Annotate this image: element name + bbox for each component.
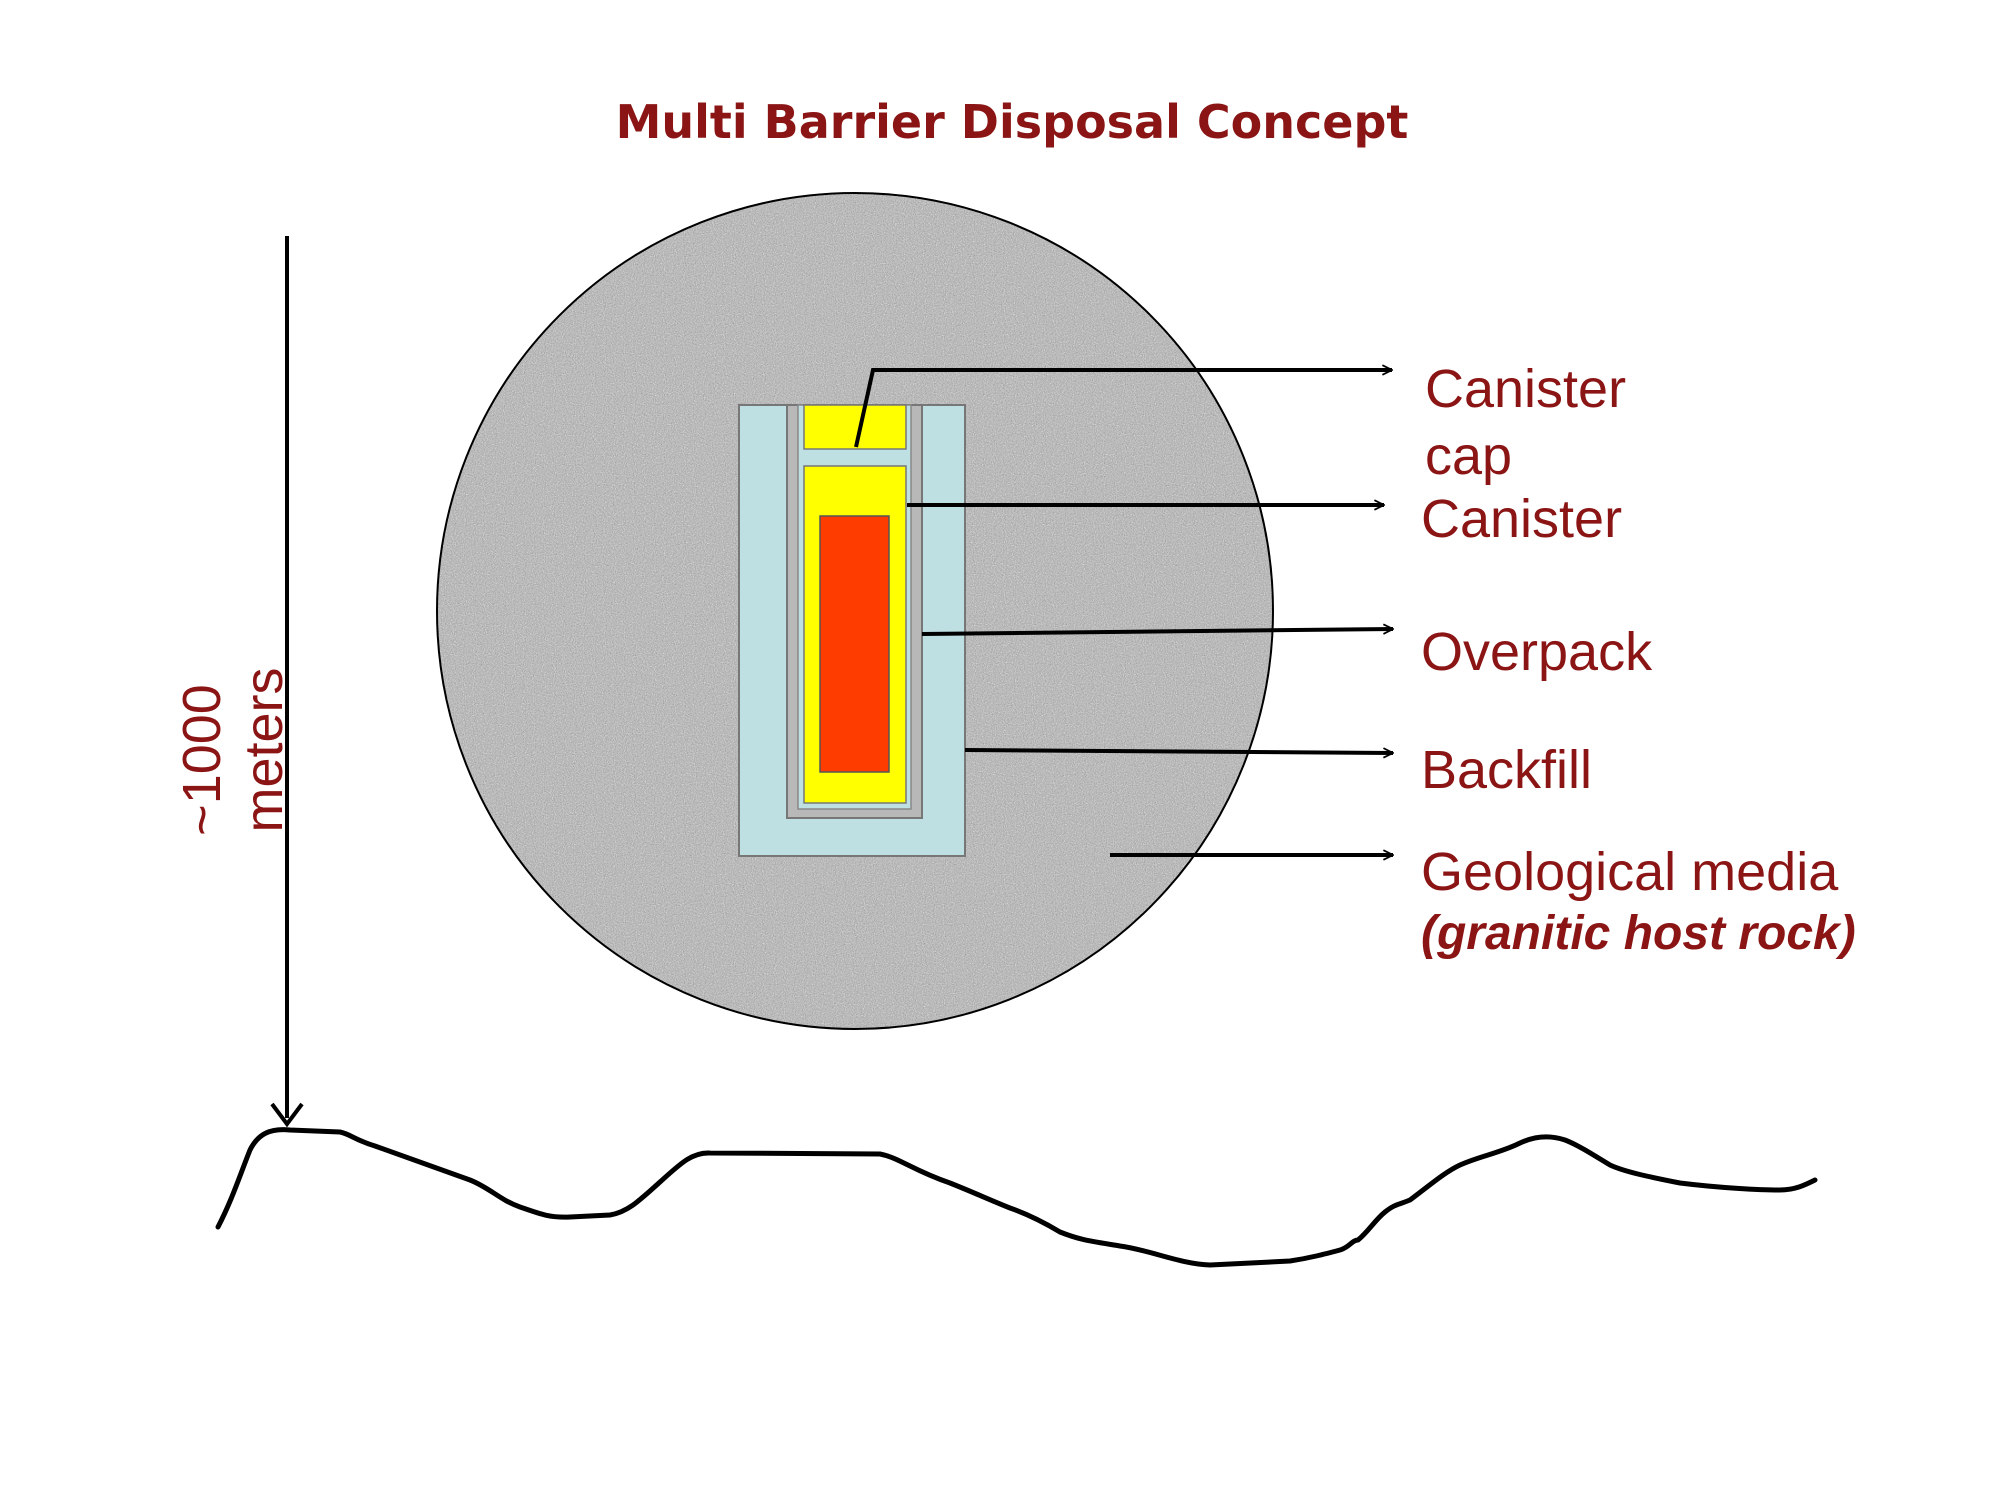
canister-cap [803, 404, 907, 450]
waste-core [819, 515, 890, 773]
canister-cap-label-line2: cap [1425, 426, 1512, 486]
canister-cap-label-line1: Canister [1425, 359, 1626, 419]
overpack-label: Overpack [1421, 622, 1653, 682]
canister-cap-leader [854, 370, 1392, 448]
depth-unit-label: meters [234, 667, 294, 832]
backfill-label: Backfill [1421, 740, 1592, 800]
depth-value-label: ~1000 [172, 684, 232, 836]
geological-media-label: Geological media [1421, 842, 1839, 902]
ground-surface-line [215, 1127, 1818, 1268]
overpack-leader [921, 629, 1393, 636]
canister-label: Canister [1421, 489, 1622, 549]
page-title: Multi Barrier Disposal Concept [616, 95, 1409, 149]
backfill-leader [964, 750, 1393, 753]
depth-arrow-head [270, 1102, 304, 1128]
geological-media-sublabel: (granitic host rock) [1421, 907, 1856, 960]
